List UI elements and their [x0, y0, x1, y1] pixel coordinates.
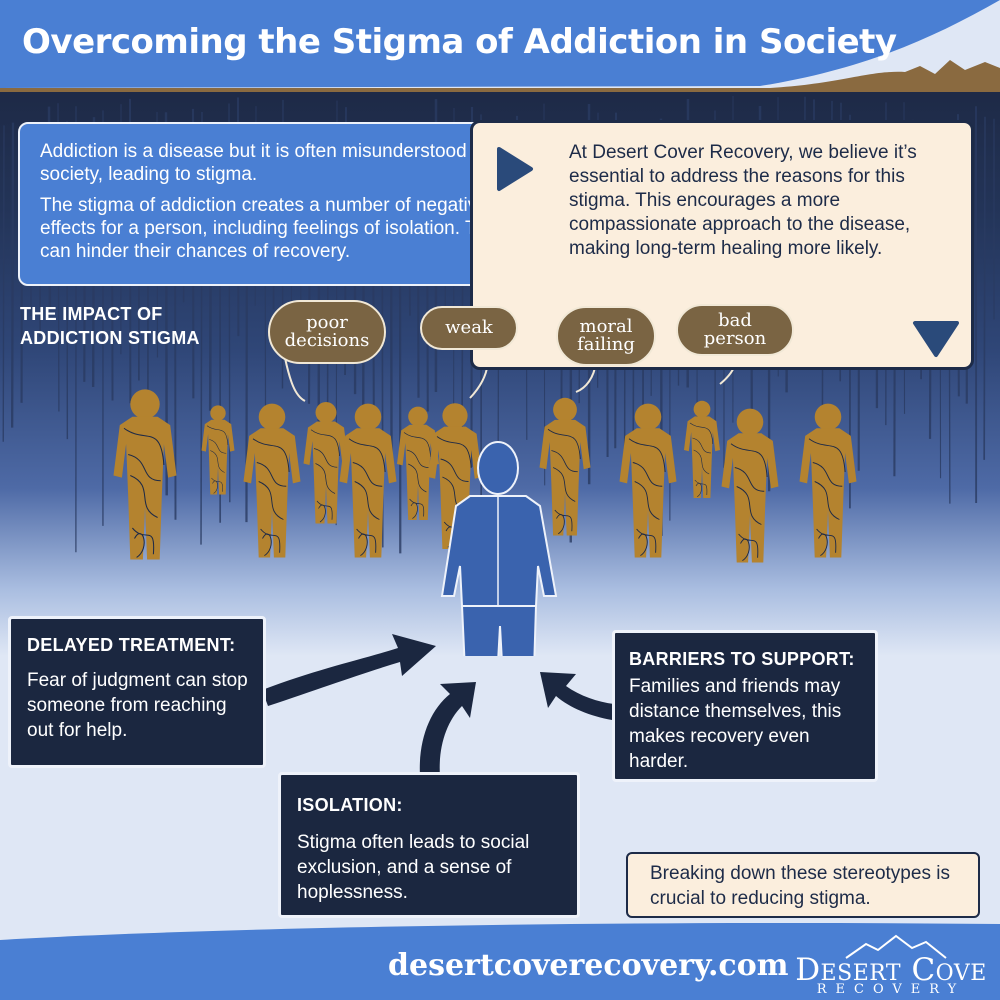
- crowd-figure: [112, 388, 178, 561]
- card-title: DELAYED TREATMENT:: [27, 635, 236, 655]
- mountain-ridge: [0, 60, 1000, 100]
- card-delayed-treatment: DELAYED TREATMENT: Fear of judgment can …: [8, 616, 266, 768]
- brand-name: Desert Cove: [795, 952, 987, 988]
- central-figure: [440, 441, 558, 656]
- card-title: ISOLATION:: [297, 795, 403, 815]
- header-banner: Overcoming the Stigma of Addiction in So…: [0, 0, 1000, 100]
- bubble-weak: weak: [420, 306, 518, 350]
- intro-box: Addiction is a disease but it is often m…: [18, 122, 534, 286]
- page-title: Overcoming the Stigma of Addiction in So…: [22, 22, 897, 62]
- down-triangle-icon: [913, 321, 959, 357]
- arrow-isolation: [419, 682, 476, 776]
- bubble-text: weak: [445, 317, 493, 338]
- rain-streak: [10, 122, 15, 428]
- crowd-figure: [339, 403, 397, 558]
- brand-logo: Desert Cove RECOVERY: [786, 930, 996, 997]
- website-link[interactable]: desertcoverecovery.com: [388, 948, 789, 983]
- bubble-text: bad: [718, 310, 752, 331]
- card-isolation: ISOLATION: Stigma often leads to social …: [278, 772, 580, 918]
- impact-heading: THE IMPACT OF ADDICTION STIGMA: [20, 302, 200, 350]
- bubble-text: moral: [579, 316, 633, 337]
- play-triangle-icon: [487, 143, 539, 195]
- crowd-figure: [303, 401, 349, 524]
- mountain-logo-icon: [845, 934, 947, 959]
- rain-streak: [2, 125, 5, 442]
- crowd-figure: [243, 403, 301, 558]
- intro-paragraph-2: The stigma of addiction creates a number…: [40, 195, 501, 262]
- bubble-tail: [284, 357, 306, 402]
- intro-paragraph-1: Addiction is a disease but it is often m…: [40, 141, 493, 185]
- impact-heading-line-2: ADDICTION STIGMA: [20, 328, 200, 348]
- rain-streak: [983, 116, 986, 460]
- card-body: Stigma often leads to social exclusion, …: [297, 832, 530, 903]
- crowd-figure: [619, 403, 677, 558]
- impact-heading-line-1: THE IMPACT OF: [20, 304, 163, 324]
- crowd-figure: [539, 397, 591, 536]
- card-body: Families and friends may distance themse…: [629, 676, 842, 772]
- closing-box: Breaking down these stereotypes is cruci…: [626, 852, 980, 918]
- arrow-barriers: [540, 672, 614, 720]
- card-title: BARRIERS TO SUPPORT:: [629, 649, 855, 669]
- closing-text: Breaking down these stereotypes is cruci…: [650, 863, 950, 909]
- crowd-figure: [201, 405, 235, 495]
- bubble-text: failing: [577, 334, 635, 355]
- footer-background: [0, 922, 1000, 1000]
- brand-subtitle: RECOVERY: [816, 982, 966, 997]
- footer-banner: [0, 920, 1000, 1000]
- crowd-figure: [799, 403, 857, 558]
- bubble-text: poor: [306, 312, 348, 333]
- crowd-figure: [683, 400, 721, 499]
- card-barriers-to-support: BARRIERS TO SUPPORT: Families and friend…: [612, 630, 878, 782]
- bubble-text: decisions: [284, 330, 370, 351]
- crowd-figure: [721, 408, 779, 563]
- bubble-text: person: [703, 328, 767, 349]
- card-body: Fear of judgment can stop someone from r…: [27, 670, 248, 741]
- mission-text: At Desert Cover Recovery, we believe it’…: [569, 142, 917, 259]
